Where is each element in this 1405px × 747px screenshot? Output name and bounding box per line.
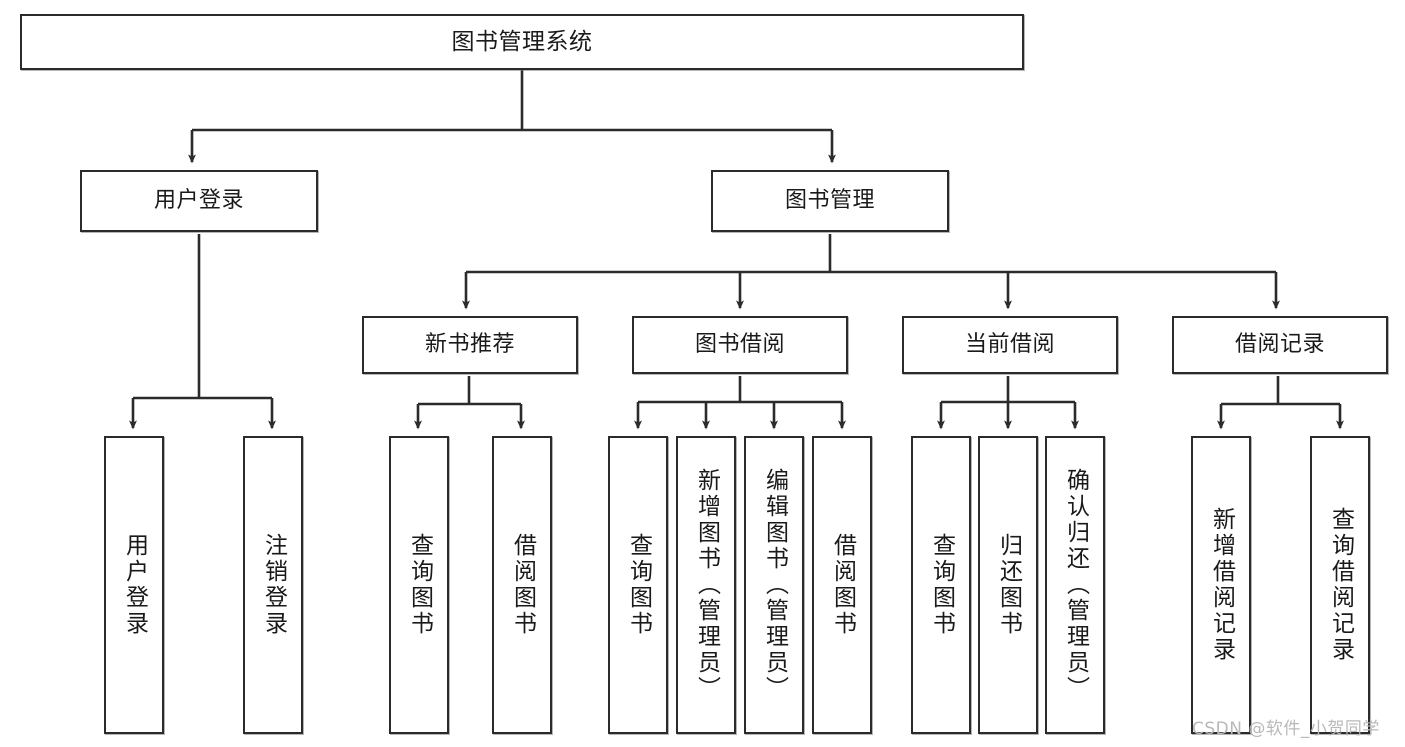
node-leaf-borrow-book-a-label: 借阅图书 [509, 533, 536, 637]
node-leaf-add-book-label: 新增图书（管理员） [693, 468, 720, 702]
node-leaf-edit-book[interactable]: 编辑图书（管理员） [744, 436, 804, 734]
node-leaf-confirm-return-label: 确认归还（管理员） [1062, 468, 1089, 702]
node-leaf-query-book-c[interactable]: 查询图书 [911, 436, 971, 734]
node-leaf-logout[interactable]: 注销登录 [243, 436, 303, 734]
node-user-login-label: 用户登录 [153, 188, 244, 214]
node-leaf-borrow-book-a[interactable]: 借阅图书 [492, 436, 552, 734]
node-book-manage-label: 图书管理 [784, 188, 875, 214]
node-current-borrow[interactable]: 当前借阅 [902, 316, 1118, 374]
node-leaf-query-book-a-label: 查询图书 [406, 533, 433, 637]
node-book-borrow[interactable]: 图书借阅 [632, 316, 848, 374]
node-leaf-add-record-label: 新增借阅记录 [1208, 507, 1235, 663]
node-leaf-query-record-label: 查询借阅记录 [1327, 507, 1354, 663]
node-new-book-rec-label: 新书推荐 [424, 332, 515, 358]
node-leaf-query-book-b[interactable]: 查询图书 [608, 436, 668, 734]
node-leaf-return-book[interactable]: 归还图书 [978, 436, 1038, 734]
node-root-label: 图书管理系统 [451, 28, 593, 55]
node-leaf-borrow-book-b-label: 借阅图书 [829, 533, 856, 637]
node-leaf-query-book-a[interactable]: 查询图书 [389, 436, 449, 734]
node-leaf-return-book-label: 归还图书 [995, 533, 1022, 637]
node-book-borrow-label: 图书借阅 [694, 332, 785, 358]
node-leaf-confirm-return[interactable]: 确认归还（管理员） [1045, 436, 1105, 734]
node-leaf-user-login[interactable]: 用户登录 [104, 436, 164, 734]
node-leaf-borrow-book-b[interactable]: 借阅图书 [812, 436, 872, 734]
node-user-login[interactable]: 用户登录 [80, 170, 318, 232]
node-leaf-logout-label: 注销登录 [260, 533, 287, 637]
node-leaf-query-record[interactable]: 查询借阅记录 [1310, 436, 1370, 734]
node-leaf-user-login-label: 用户登录 [121, 533, 148, 637]
node-leaf-edit-book-label: 编辑图书（管理员） [761, 468, 788, 702]
node-current-borrow-label: 当前借阅 [964, 332, 1055, 358]
node-leaf-add-record[interactable]: 新增借阅记录 [1191, 436, 1251, 734]
node-book-manage[interactable]: 图书管理 [711, 170, 949, 232]
node-leaf-query-book-c-label: 查询图书 [928, 533, 955, 637]
node-root[interactable]: 图书管理系统 [20, 14, 1024, 70]
node-borrow-record-label: 借阅记录 [1234, 332, 1325, 358]
node-borrow-record[interactable]: 借阅记录 [1172, 316, 1388, 374]
node-leaf-query-book-b-label: 查询图书 [625, 533, 652, 637]
node-new-book-rec[interactable]: 新书推荐 [362, 316, 578, 374]
watermark: CSDN @软件_小贺同学 [1192, 719, 1380, 739]
node-leaf-add-book[interactable]: 新增图书（管理员） [676, 436, 736, 734]
